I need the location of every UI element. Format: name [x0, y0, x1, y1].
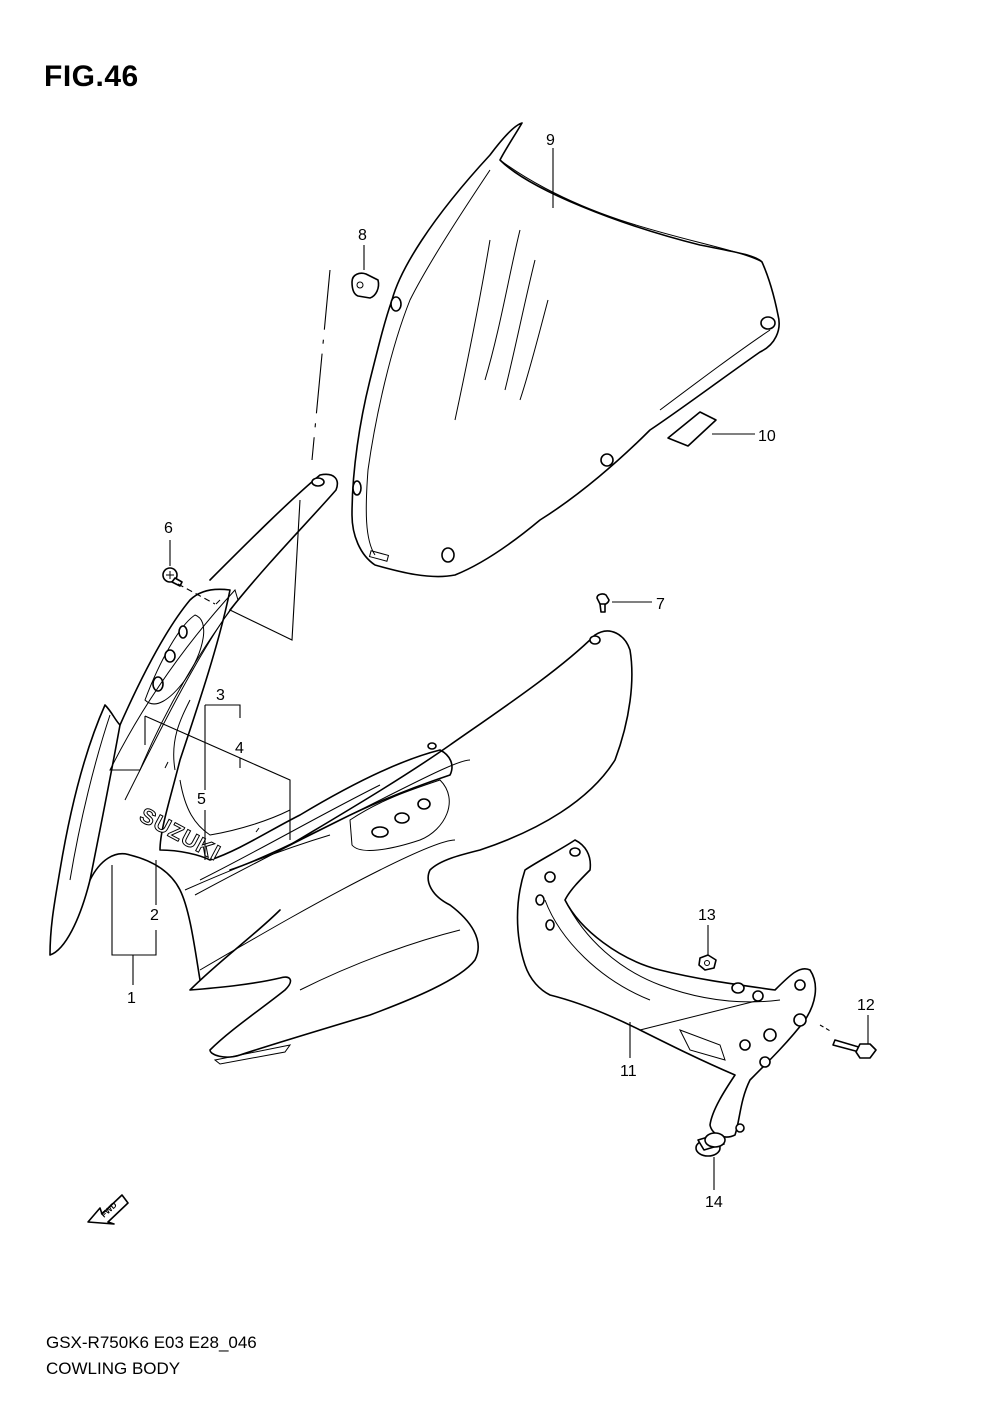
callout-9: 9: [546, 132, 555, 149]
callout-2: 2: [150, 907, 159, 924]
callout-6: 6: [164, 520, 173, 537]
cowling-brace: [516, 839, 817, 1138]
nut-13: [698, 954, 717, 971]
leader-lines: [111, 148, 869, 1190]
callout-4: 4: [235, 740, 244, 757]
callout-3: 3: [216, 687, 225, 704]
upper-cowling: SUZUKI: [49, 473, 633, 1065]
grommet-14: [695, 1132, 726, 1157]
screw-7: [596, 593, 652, 613]
callout-12: 12: [857, 997, 875, 1014]
cushion-pad: [667, 411, 755, 447]
suzuki-logo-text: SUZUKI: [136, 802, 225, 865]
bolt-12: [819, 1024, 877, 1059]
callout-8: 8: [358, 227, 367, 244]
model-code: GSX-R750K6 E03 E28_046: [46, 1333, 257, 1352]
section-name: COWLING BODY: [46, 1359, 181, 1378]
callout-1: 1: [127, 990, 136, 1007]
callout-7: 7: [656, 596, 665, 613]
callout-13: 13: [698, 907, 716, 924]
screw-6: [162, 567, 216, 605]
figure-title: FIG.46: [44, 60, 139, 93]
callout-5: 5: [197, 791, 206, 808]
callout-labels: 9 8 10 6 7 3 4 5 2 1 13 12 11 14: [127, 132, 875, 1211]
callout-11: 11: [620, 1063, 637, 1080]
callout-10: 10: [758, 428, 776, 445]
fwd-arrow-icon: FWD: [87, 1194, 129, 1225]
callout-14: 14: [705, 1194, 723, 1211]
well-nut: [351, 272, 380, 299]
windscreen: [351, 122, 780, 578]
